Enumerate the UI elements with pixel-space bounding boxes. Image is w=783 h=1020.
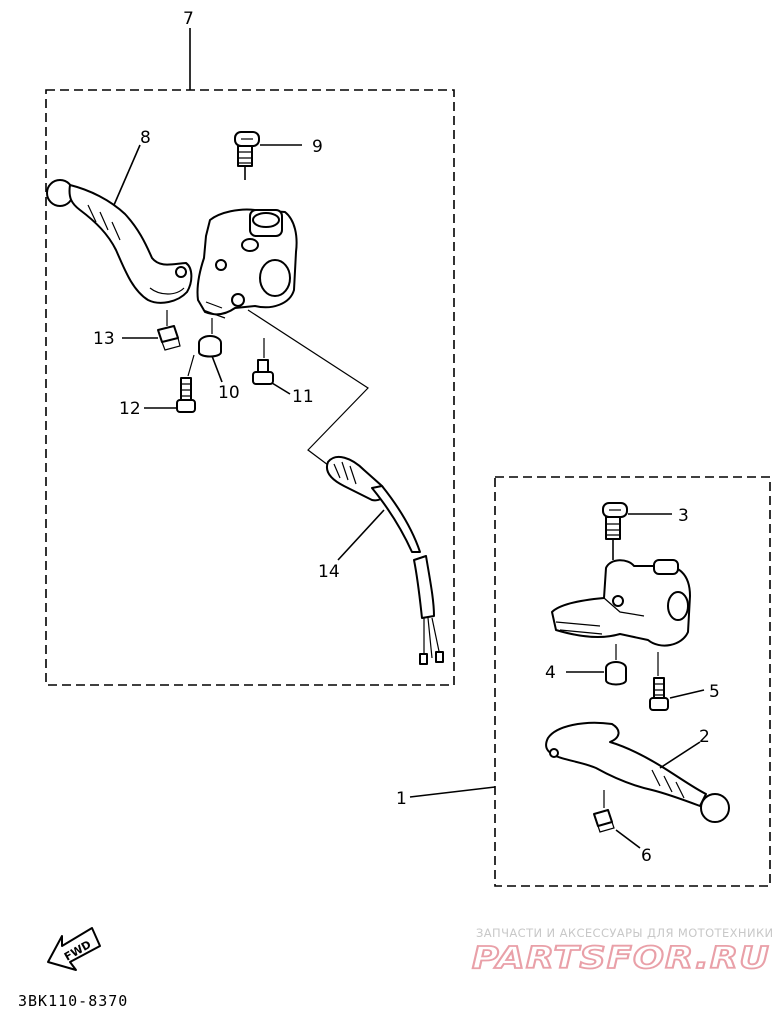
callout-4: 4 xyxy=(545,663,556,683)
nut-13 xyxy=(157,325,181,351)
callout-1: 1 xyxy=(396,789,407,809)
assembly-1-dashed-frame xyxy=(494,476,771,887)
callout-13: 13 xyxy=(93,329,115,349)
switch-cable-14 xyxy=(247,309,444,665)
callout-7: 7 xyxy=(183,9,194,29)
callout-5: 5 xyxy=(709,682,720,702)
callout-2-leader xyxy=(659,741,701,769)
callout-11-leader xyxy=(271,382,291,395)
callout-14-leader xyxy=(337,509,385,561)
nut-6 xyxy=(593,809,615,833)
lever-2 xyxy=(545,721,730,823)
callout-6-leader xyxy=(615,829,641,849)
nut-10 xyxy=(198,335,222,358)
callout-12: 12 xyxy=(119,399,141,419)
nut-4 xyxy=(605,661,627,686)
callout-8-leader xyxy=(113,144,141,206)
bolt-5 xyxy=(649,677,669,711)
callout-1-leader xyxy=(409,786,496,798)
callout-6: 6 xyxy=(641,846,652,866)
watermark: ЗАПЧАСТИ И АКСЕССУАРЫ ДЛЯ МОТОТЕХНИКИ PA… xyxy=(471,926,774,977)
callout-5-leader xyxy=(669,689,705,699)
callout-3: 3 xyxy=(678,506,689,526)
callout-10-leader xyxy=(211,355,223,383)
screw-11 xyxy=(252,359,274,385)
assembly-7-group xyxy=(45,28,455,686)
perch-bracket xyxy=(551,559,691,647)
assembly-7-dashed-frame xyxy=(45,89,455,686)
assembly-1-group xyxy=(409,476,771,887)
perch-housing xyxy=(196,208,298,319)
lever-8 xyxy=(46,179,193,304)
callout-8: 8 xyxy=(140,128,151,148)
callout-10: 10 xyxy=(218,383,240,403)
callout-14: 14 xyxy=(318,562,340,582)
screw-3 xyxy=(602,502,628,560)
callout-9: 9 xyxy=(312,137,323,157)
callout-2: 2 xyxy=(699,727,710,747)
fwd-arrow-icon: FWD xyxy=(47,927,101,971)
drawing-code: 3BK110-8370 xyxy=(18,992,128,1010)
watermark-tagline: ЗАПЧАСТИ И АКСЕССУАРЫ ДЛЯ МОТОТЕХНИКИ xyxy=(476,926,774,940)
bolt-12 xyxy=(176,377,196,413)
callout-11: 11 xyxy=(292,387,314,407)
watermark-logo: PARTSFOR.RU xyxy=(472,941,770,976)
screw-9 xyxy=(234,131,260,180)
